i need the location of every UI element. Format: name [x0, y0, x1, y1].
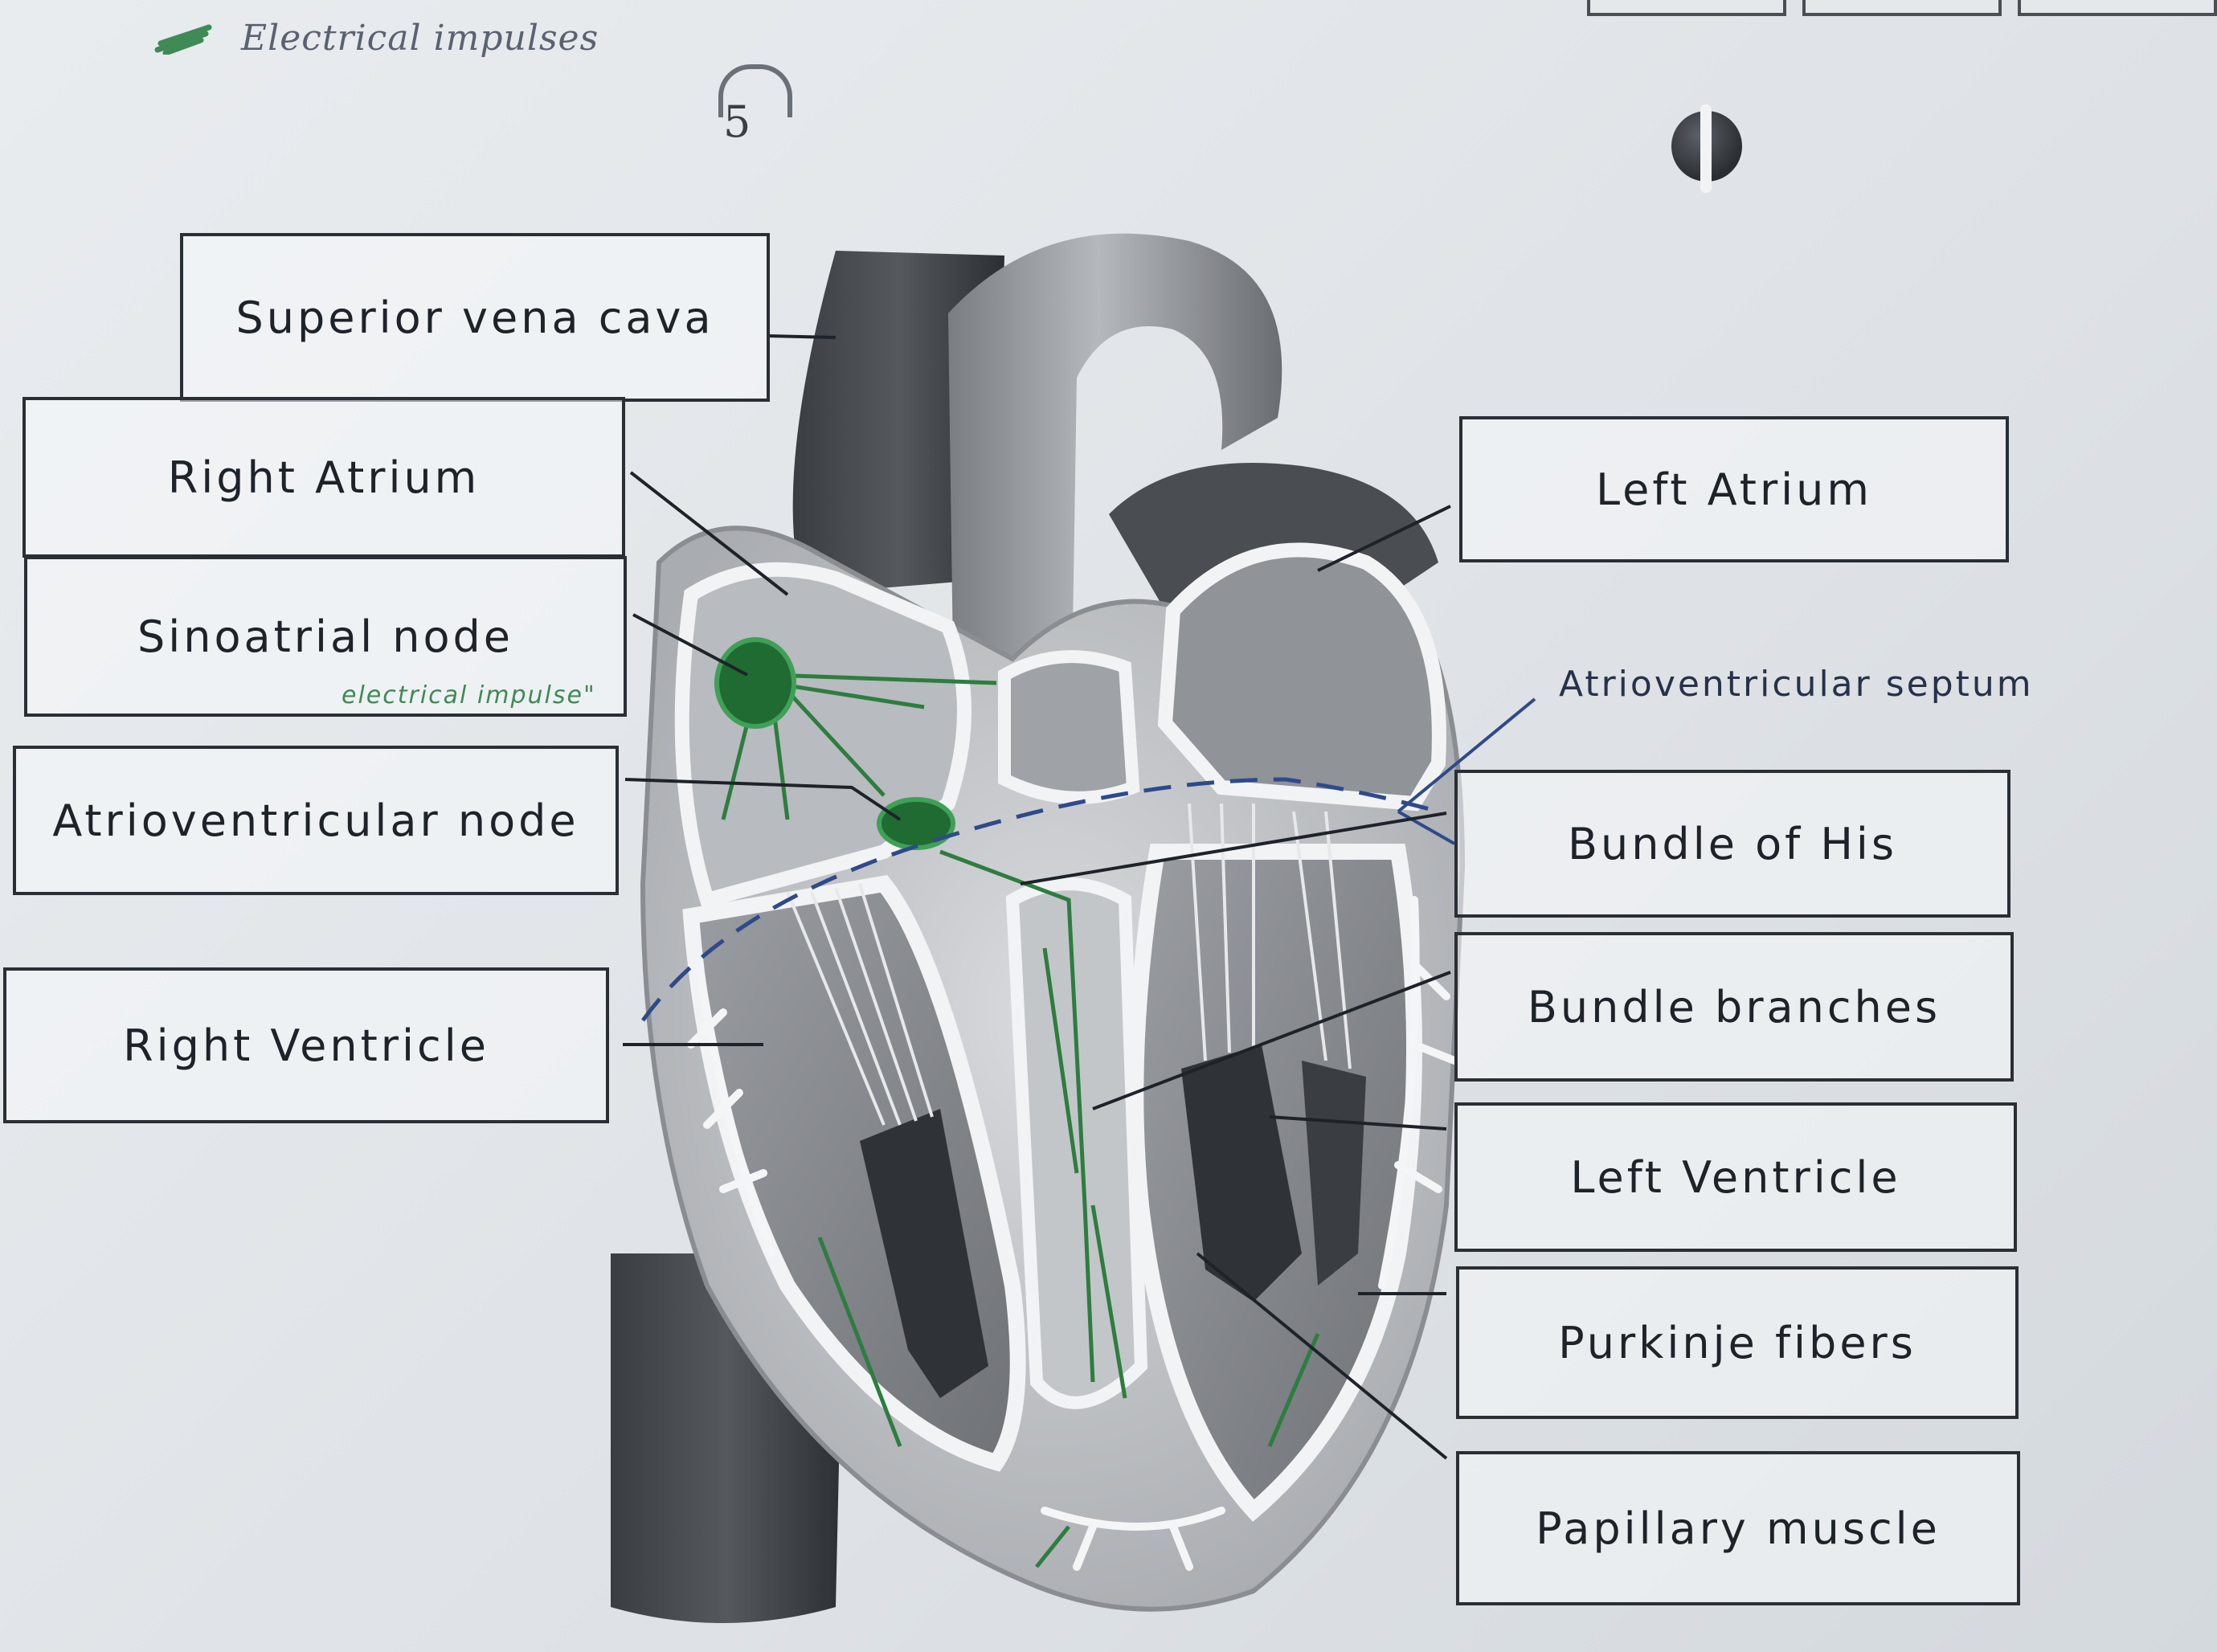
atrioventricular-septum-pointer-2 — [1397, 810, 1455, 845]
tab-2 — [1802, 0, 2002, 16]
label-right-ventricle: Right Ventricle — [123, 1020, 489, 1071]
label-atrioventricular-node: Atrioventricular node — [52, 795, 579, 846]
interventricular-septum — [1005, 877, 1148, 1409]
label-box-right-atrium: Right Atrium — [22, 397, 625, 558]
label-box-sinoatrial-node: Sinoatrial node — [24, 556, 627, 717]
label-box-superior-vena-cava: Superior vena cava — [180, 233, 770, 402]
label-right-atrium: Right Atrium — [167, 452, 481, 503]
label-left-ventricle: Left Ventricle — [1570, 1151, 1901, 1203]
tab-3 — [2018, 0, 2217, 16]
label-sinoatrial-node: Sinoatrial node — [137, 611, 514, 662]
chordae-tendineae — [786, 803, 1352, 1126]
impulse-pathway — [721, 673, 1320, 1568]
label-superior-vena-cava: Superior vena cava — [235, 292, 714, 343]
page-number: 5 — [718, 64, 793, 147]
binder-hole-icon — [1671, 104, 1742, 193]
top-tabs — [1587, 0, 2217, 16]
label-atrioventricular-septum: Atrioventricular septum — [1559, 664, 2034, 705]
note-electrical-impulse: electrical impulse" — [342, 681, 596, 709]
label-box-purkinje-fibers: Purkinje fibers — [1456, 1266, 2019, 1419]
label-box-papillary-muscle: Papillary muscle — [1456, 1451, 2020, 1605]
legend-swatch-icon — [154, 24, 212, 55]
papillary-muscle-right — [860, 1109, 988, 1398]
label-box-left-ventricle: Left Ventricle — [1454, 1102, 2017, 1252]
label-box-bundle-branches: Bundle branches — [1454, 932, 2014, 1082]
legend: Electrical impulses — [153, 18, 599, 59]
atrioventricular-node-marker — [877, 797, 955, 850]
papillary-muscle-left — [1181, 1045, 1302, 1302]
left-atrium-chamber — [1157, 542, 1446, 812]
label-bundle-of-his: Bundle of His — [1567, 818, 1898, 869]
label-box-bundle-of-his: Bundle of His — [1454, 770, 2010, 918]
label-box-left-atrium: Left Atrium — [1459, 416, 2009, 562]
label-box-right-ventricle: Right Ventricle — [3, 967, 609, 1123]
aortic-valve — [998, 650, 1140, 804]
atrioventricular-septum-line — [640, 777, 1439, 1022]
papillary-muscle-left-2 — [1302, 1061, 1366, 1286]
atrioventricular-septum-pointer — [1397, 697, 1536, 813]
label-box-atrioventricular-node: Atrioventricular node — [13, 746, 619, 895]
label-left-atrium: Left Atrium — [1596, 464, 1872, 515]
label-bundle-branches: Bundle branches — [1527, 981, 1941, 1032]
sinoatrial-node-marker — [714, 637, 796, 729]
leader-lines — [623, 334, 1451, 1460]
label-papillary-muscle: Papillary muscle — [1536, 1503, 1941, 1554]
tab-1 — [1587, 0, 1786, 16]
legend-label: Electrical impulses — [241, 18, 599, 59]
label-purkinje-fibers: Purkinje fibers — [1558, 1317, 1916, 1368]
